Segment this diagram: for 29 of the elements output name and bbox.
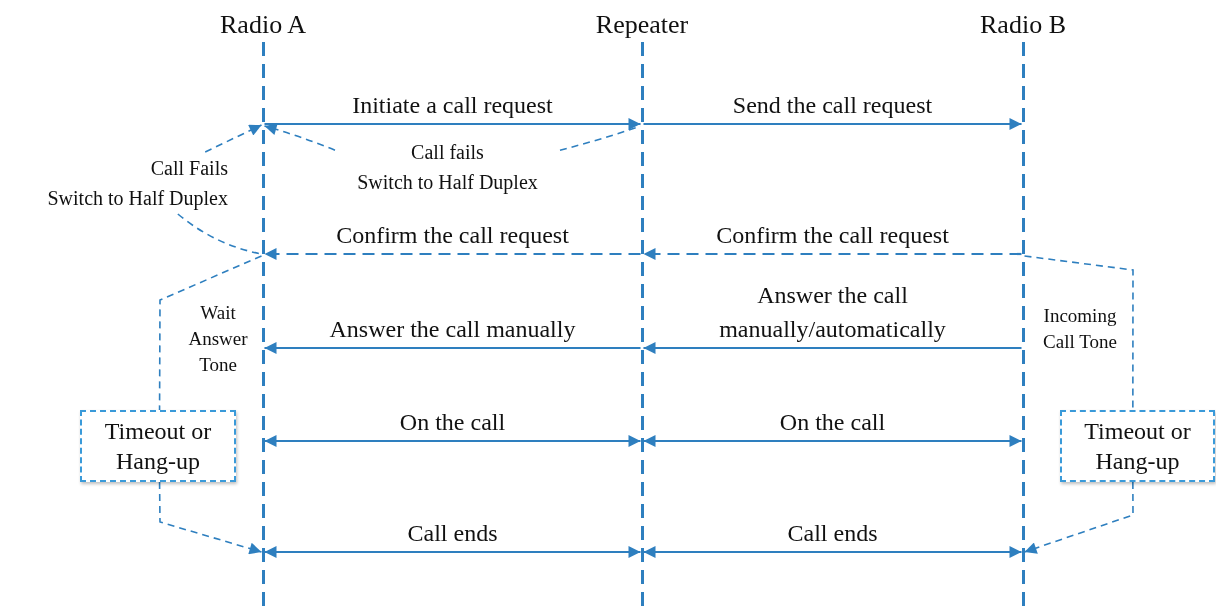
arrow <box>264 342 641 354</box>
arrow <box>1023 481 1134 554</box>
note-box <box>1060 410 1215 482</box>
arrow <box>643 248 1022 260</box>
arrow <box>264 248 641 260</box>
note-line: Call fails <box>411 140 484 165</box>
note-box <box>80 410 236 482</box>
note-line: Call Fails <box>150 156 228 181</box>
note-line: Switch to Half Duplex <box>357 170 538 196</box>
lifeline-heading: Radio A <box>220 10 306 40</box>
arrow <box>643 118 1022 130</box>
arrow <box>158 481 263 555</box>
note-line: Switch to Half Duplex <box>47 186 228 212</box>
note-line: Timeout or Hang-up <box>103 417 213 476</box>
connector-line <box>158 255 263 411</box>
arrow <box>643 546 1022 558</box>
arrow <box>263 123 336 151</box>
arrow <box>204 124 263 153</box>
connector-line <box>1023 255 1134 411</box>
arrow <box>264 546 641 558</box>
state-note: Incoming Call Tone <box>1042 304 1118 354</box>
note-line: Timeout or Hang-up <box>1083 417 1192 476</box>
lifeline-heading: Repeater <box>595 10 689 40</box>
arrow <box>643 342 1022 354</box>
state-note: Wait Answer Tone <box>187 301 249 377</box>
arrow <box>643 435 1022 447</box>
lifeline-heading: Radio B <box>980 10 1066 40</box>
arrow <box>264 435 641 447</box>
arrow <box>264 118 641 130</box>
